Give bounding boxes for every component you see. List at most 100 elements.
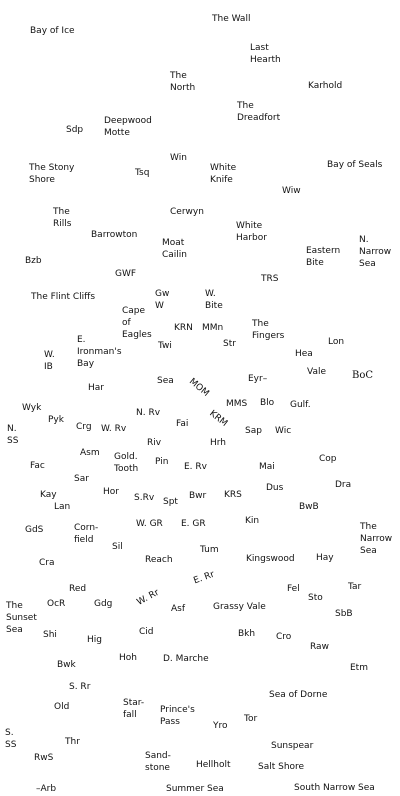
label-yro: Yro [213, 721, 228, 731]
label-bwr: Bwr [189, 491, 207, 501]
label-sil: Sil [112, 542, 123, 552]
label-asm: Asm [80, 448, 100, 458]
label-salt-shore: Salt Shore [258, 762, 305, 772]
label-the-flint-cliffs: The Flint Cliffs [31, 292, 96, 302]
label-princes-pass: Prince's Pass [160, 705, 195, 727]
label-krn: KRN [174, 323, 193, 333]
label-hay: Hay [316, 553, 334, 563]
label-the-sunset-sea: The Sunset Sea [6, 601, 37, 635]
label-bay-of-seals: Bay of Seals [327, 160, 383, 170]
label-kay: Kay [40, 490, 57, 500]
label-sdp: Sdp [66, 125, 84, 135]
label-eastern-bite: Eastern Bite [306, 246, 341, 268]
label-e-gr: E. GR [181, 519, 206, 529]
label-n-ss: N. SS [7, 424, 19, 446]
label-bzb: Bzb [25, 256, 42, 266]
label-bkh: Bkh [238, 629, 256, 639]
label-fac: Fac [30, 461, 45, 471]
label-kin: Kin [245, 516, 260, 526]
label-the-narrow-sea: The Narrow Sea [360, 522, 393, 556]
label-cornfield: Corn- field [74, 523, 99, 545]
label-cape-of-eagles: Cape of Eagles [122, 306, 152, 340]
label-sto: Sto [308, 593, 323, 603]
label-gdg: Gdg [94, 599, 113, 609]
label-reach: Reach [145, 555, 173, 565]
label-hig: Hig [87, 635, 102, 645]
label-sar: Sar [74, 474, 89, 484]
label-hrh: Hrh [210, 438, 227, 448]
label-e-ironmans-bay: E. Ironman's Bay [77, 335, 122, 369]
label-lan: Lan [54, 502, 71, 512]
label-win: Win [170, 153, 187, 163]
label-arb: –Arb [36, 784, 57, 794]
label-crg: Crg [76, 422, 92, 432]
label-white-knife: White Knife [210, 163, 237, 185]
label-trs: TRS [261, 274, 279, 284]
label-lon: Lon [328, 337, 345, 347]
label-s-ss: S. SS [5, 728, 17, 750]
label-e-rr: E. Rr [192, 569, 216, 587]
label-hor: Hor [103, 487, 119, 497]
label-sandstone: Sand- stone [145, 751, 171, 773]
label-last-hearth: Last Hearth [250, 43, 281, 65]
label-bay-of-ice: Bay of Ice [30, 26, 75, 36]
label-w-ib: W. IB [44, 350, 55, 372]
label-the-dreadfort: The Dreadfort [237, 101, 281, 123]
label-har: Har [88, 383, 104, 393]
label-krs: KRS [224, 490, 242, 500]
label-sbb: SbB [335, 609, 353, 619]
label-sea: Sea [157, 376, 174, 386]
label-kingswood: Kingswood [246, 554, 295, 564]
label-eyr: Eyr– [248, 374, 268, 384]
label-mom: MOM [186, 376, 211, 399]
label-etm: Etm [350, 663, 368, 673]
label-the-fingers: The Fingers [252, 319, 285, 341]
label-sap: Sap [245, 426, 262, 436]
label-thr: Thr [65, 737, 80, 747]
label-the-stony-shore: The Stony Shore [29, 163, 75, 185]
label-tum: Tum [200, 545, 219, 555]
label-white-harbor: White Harbor [236, 221, 267, 243]
label-krm: KRM [207, 408, 230, 429]
label-hellholt: Hellholt [196, 760, 231, 770]
label-dra: Dra [335, 480, 352, 490]
label-fai: Fai [176, 419, 189, 429]
label-barrowton: Barrowton [91, 230, 138, 240]
label-sea-of-dorne: Sea of Dorne [269, 690, 328, 700]
label-tor: Tor [244, 714, 258, 724]
label-tsq: Tsq [135, 168, 150, 178]
label-wiw: Wiw [282, 186, 301, 196]
label-cop: Cop [319, 454, 337, 464]
label-deepwood-motte: Deepwood Motte [104, 116, 152, 138]
label-w-rv: W. Rv [101, 424, 127, 434]
label-grassy-vale: Grassy Vale [213, 602, 266, 612]
label-the-wall: The Wall [212, 14, 251, 24]
label-summer-sea: Summer Sea [166, 784, 224, 794]
label-twi: Twi [158, 341, 172, 351]
label-mai: Mai [259, 462, 275, 472]
label-cra: Cra [39, 558, 55, 568]
label-wyk: Wyk [22, 403, 42, 413]
label-dus: Dus [266, 483, 284, 493]
label-hea: Hea [295, 349, 313, 359]
label-hoh: Hoh [119, 653, 137, 663]
label-asf: Asf [171, 604, 186, 614]
label-wic: Wic [275, 426, 292, 436]
label-bwk: Bwk [57, 660, 76, 670]
label-vale: Vale [307, 367, 327, 377]
label-cro: Cro [276, 632, 292, 642]
label-shi: Shi [43, 630, 57, 640]
label-s-rr: S. Rr [69, 682, 91, 692]
label-gw-w: Gw W [155, 289, 170, 311]
label-moat-cailin: Moat Cailin [162, 238, 188, 260]
label-str: Str [223, 339, 236, 349]
label-karhold: Karhold [308, 81, 343, 91]
label-w-bite: W. Bite [205, 289, 223, 311]
label-w-rr: W. Rr [135, 587, 161, 608]
label-old: Old [54, 702, 70, 712]
label-riv: Riv [147, 438, 162, 448]
label-blo: Blo [260, 398, 275, 408]
label-tar: Tar [348, 582, 362, 592]
label-mms: MMS [226, 399, 248, 409]
